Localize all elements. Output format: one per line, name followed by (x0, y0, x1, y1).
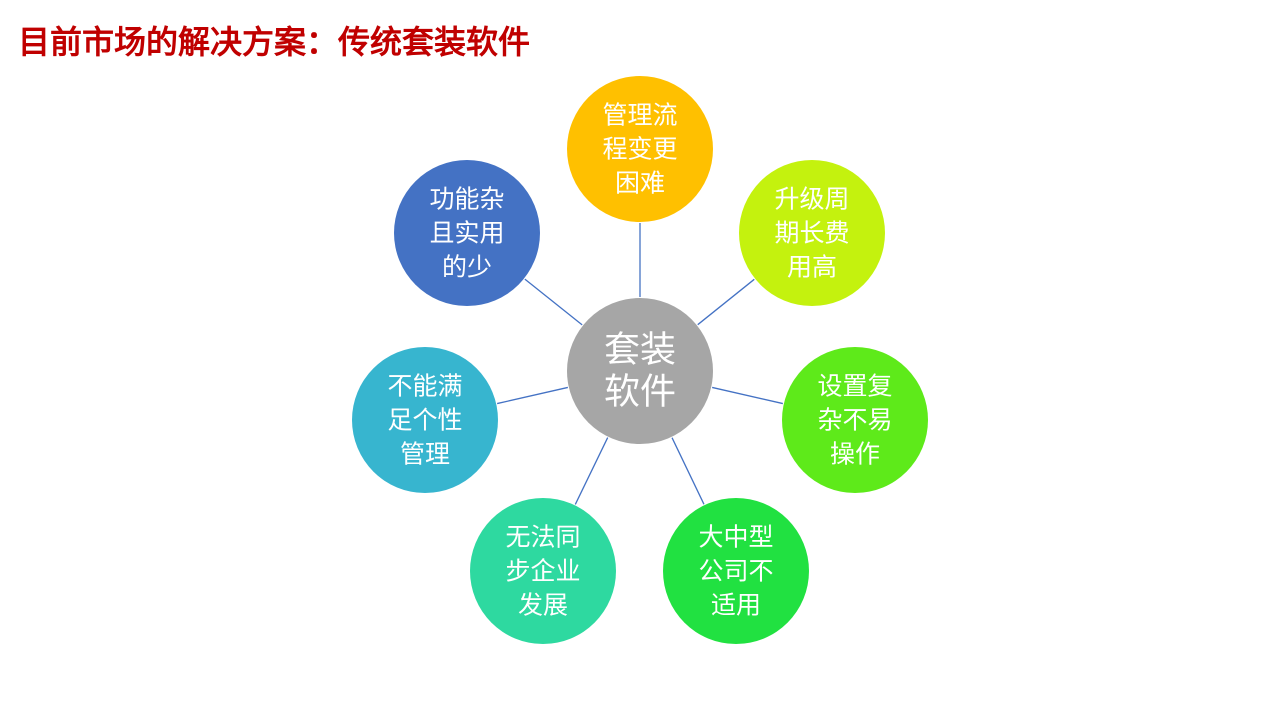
node-upgrade-cost-label-line: 期长费 (774, 219, 849, 248)
connector-upgrade-cost (697, 278, 755, 326)
node-no-personalization-label-line: 不能满 (387, 372, 462, 401)
node-upgrade-cost-circle (739, 160, 885, 306)
center-node-label-line: 软件 (604, 372, 676, 413)
node-feature-bloat-label-line: 的少 (442, 253, 492, 282)
node-feature-bloat-circle (394, 160, 540, 306)
center-node-circle (567, 298, 713, 444)
node-upgrade-cost-label-line: 升级周 (774, 185, 849, 214)
slide-title: 目前市场的解决方案：传统套装软件 (18, 23, 531, 61)
node-not-for-large-label-line: 大中型 (698, 523, 773, 552)
node-process-change-label-line: 管理流 (602, 101, 677, 130)
node-not-for-large-label-line: 适用 (711, 591, 761, 620)
node-not-for-large-circle (663, 498, 809, 644)
node-complex-setup-label-line: 杂不易 (817, 406, 892, 435)
node-complex-setup-label-line: 设置复 (817, 372, 892, 401)
node-upgrade-cost-label-line: 用高 (787, 253, 837, 282)
center-node: 套装软件 (567, 298, 713, 444)
node-no-personalization-circle (352, 347, 498, 493)
center-node-label-line: 套装 (604, 330, 676, 371)
node-process-change-label-line: 困难 (615, 169, 665, 198)
node-not-for-large-label-line: 公司不 (698, 557, 773, 586)
connector-feature-bloat (524, 278, 583, 326)
node-process-change-label-line: 程变更 (602, 135, 677, 164)
node-cannot-sync-label-line: 发展 (518, 591, 568, 620)
node-cannot-sync-circle (470, 498, 616, 644)
node-cannot-sync-label-line: 无法同 (505, 523, 580, 552)
connector-lines (497, 223, 783, 505)
node-complex-setup-label-line: 操作 (830, 440, 880, 469)
node-process-change-circle (567, 76, 713, 222)
node-no-personalization-label-line: 管理 (400, 440, 450, 469)
node-cannot-sync-label-line: 步企业 (505, 557, 580, 586)
node-feature-bloat-label-line: 功能杂 (429, 185, 504, 214)
node-feature-bloat-label-line: 且实用 (429, 219, 504, 248)
connector-no-personalization (497, 386, 568, 405)
diagram-nodes: 套装软件管理流程变更困难升级周期长费用高设置复杂不易操作大中型公司不适用无法同步… (352, 76, 928, 644)
connector-complex-setup (712, 386, 783, 405)
connector-not-for-large (671, 437, 705, 505)
node-no-personalization-label-line: 足个性 (387, 406, 462, 435)
connector-cannot-sync (574, 437, 609, 505)
node-complex-setup-circle (782, 347, 928, 493)
